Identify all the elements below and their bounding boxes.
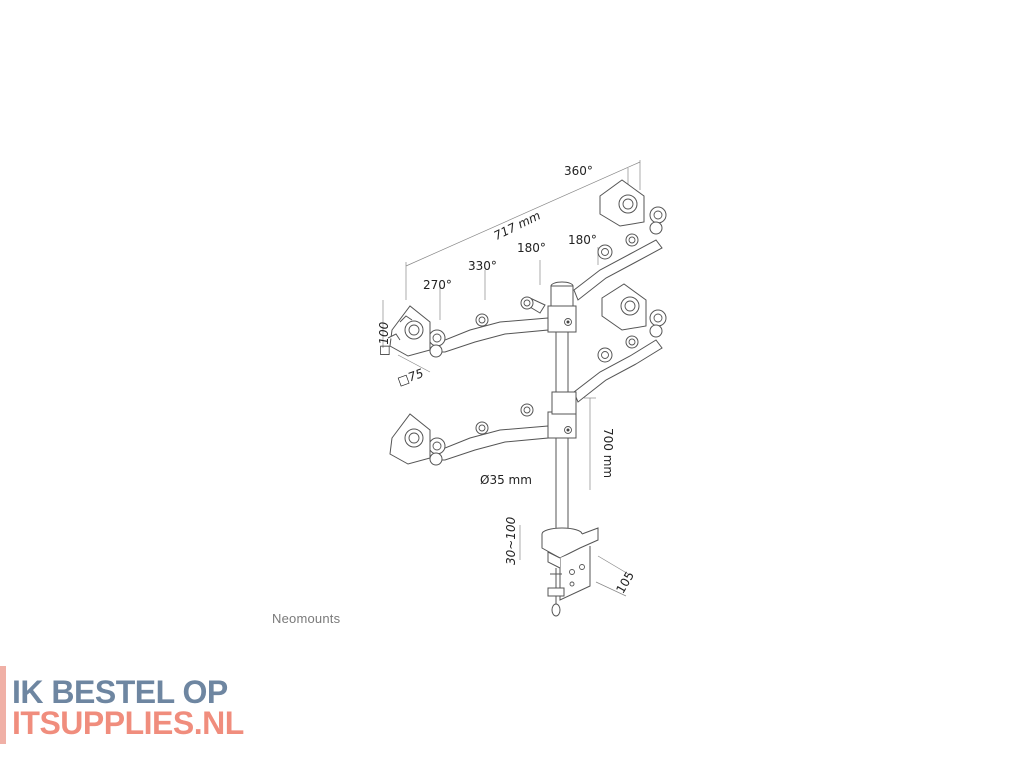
brand-name: Neomounts	[272, 611, 341, 626]
dimension-lines	[382, 160, 641, 597]
clamp-depth-label: 105	[613, 569, 637, 596]
desk-clamp	[541, 527, 599, 617]
promo-line-2: ITSUPPLIES.NL	[12, 705, 244, 741]
promo-accent-bar	[0, 666, 6, 744]
vesa-100-label: □100	[377, 321, 391, 356]
vesa-75-label: □75	[396, 366, 426, 388]
angle-180-right-label: 180°	[568, 233, 597, 247]
lower-right-arm-stub	[551, 391, 577, 415]
angle-180-mid-label: 180°	[517, 241, 546, 255]
pole-height-label: 700 mm	[601, 428, 615, 478]
width-717mm-label: 717 mm	[492, 208, 543, 243]
promo-line-1: IK BESTEL OP	[12, 674, 228, 710]
rotation-360-label: 360°	[564, 164, 593, 178]
pole-diameter-label: Ø35 mm	[480, 473, 532, 487]
lower-left-arm	[389, 403, 577, 466]
angle-270-label: 270°	[423, 278, 452, 292]
upper-left-arm	[387, 296, 577, 358]
angle-330-label: 330°	[468, 259, 497, 273]
upper-right-arm	[573, 179, 667, 301]
middle-right-arm	[573, 283, 667, 403]
clamp-range-label: 30~100	[504, 516, 518, 565]
